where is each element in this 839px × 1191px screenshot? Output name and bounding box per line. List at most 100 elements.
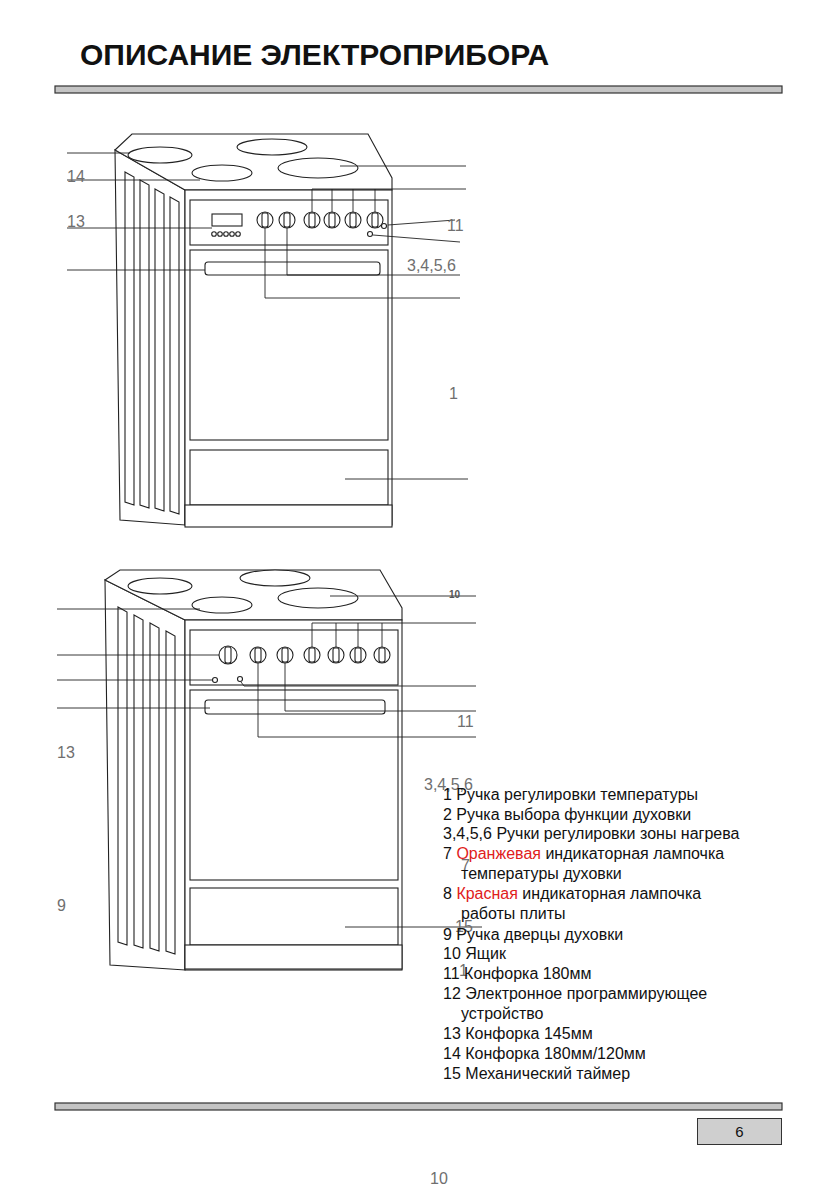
knob-grip xyxy=(379,648,385,662)
leader-line xyxy=(340,166,466,167)
leader-line xyxy=(67,270,205,271)
knob-grip xyxy=(255,648,261,662)
knob-grip xyxy=(329,213,335,227)
control-panel xyxy=(190,630,398,685)
knob xyxy=(257,212,273,228)
button xyxy=(224,232,229,237)
leader-line xyxy=(345,479,468,480)
indicator-lamp xyxy=(238,677,243,682)
legend-item: 15 Механический таймер xyxy=(443,1064,839,1084)
leader-line xyxy=(57,680,212,681)
display xyxy=(212,214,242,226)
leader-lines xyxy=(57,596,482,927)
list-text: 2 Ручка выбора функции духовки xyxy=(443,806,691,823)
leader-line xyxy=(57,609,200,610)
callout-number: 10 xyxy=(430,1170,839,1188)
plinth xyxy=(185,945,402,969)
leader-line xyxy=(258,663,476,737)
legend-item: 11 Конфорка 180мм xyxy=(443,964,839,984)
page-number: 6 xyxy=(735,1123,743,1140)
knob xyxy=(277,647,293,663)
list-text: 12 Электронное программирующее устройств… xyxy=(443,985,707,1022)
burner xyxy=(278,158,358,178)
side-rib xyxy=(150,623,159,951)
side-rib xyxy=(125,172,134,505)
stove-top-figure xyxy=(115,134,392,527)
bottom-bar xyxy=(55,1103,782,1110)
callout-number: 3,4,5,6 xyxy=(407,257,839,275)
side-rib xyxy=(118,607,127,945)
leader-line xyxy=(312,623,476,624)
leader-line xyxy=(285,663,476,711)
knob xyxy=(374,647,390,663)
top-bar xyxy=(55,86,782,93)
leader-line xyxy=(358,623,359,647)
drawer xyxy=(190,888,398,945)
leader-line xyxy=(375,189,376,212)
leader-line xyxy=(388,220,455,225)
callout-number: 14 xyxy=(67,168,839,186)
leader-line xyxy=(336,623,337,647)
color-word: Красная xyxy=(456,885,518,902)
leader-line xyxy=(312,189,466,190)
side-rib xyxy=(170,197,179,514)
side-rib xyxy=(166,631,175,954)
knob xyxy=(279,212,295,228)
knob xyxy=(219,646,237,664)
button xyxy=(212,232,217,237)
door-handle xyxy=(205,262,380,275)
legend-item: 1 Ручка регулировки температуры xyxy=(443,785,839,805)
callout-number: 10 xyxy=(449,589,839,601)
knob-grip xyxy=(262,213,268,227)
legend-item: 9 Ручка дверцы духовки xyxy=(443,925,839,945)
leader-line xyxy=(353,189,354,212)
knob-grip xyxy=(350,213,356,227)
knob-grip xyxy=(309,213,315,227)
callout-number: 11 xyxy=(457,713,839,731)
burner xyxy=(237,139,307,155)
knob xyxy=(324,212,340,228)
list-text: 10 Ящик xyxy=(443,945,506,962)
list-text: 13 Конфорка 145мм xyxy=(443,1025,593,1042)
knob xyxy=(304,212,320,228)
leader-line xyxy=(373,235,460,242)
leader-line xyxy=(57,708,210,709)
legend-item: 10 Ящик xyxy=(443,944,839,964)
legend-item: 8Краснаяиндикаторная лампочка работы пли… xyxy=(443,884,731,924)
header-bars xyxy=(55,86,782,1110)
list-text: 9 Ручка дверцы духовки xyxy=(443,926,623,943)
leader-line xyxy=(67,228,212,229)
leader-line xyxy=(312,189,313,212)
burner xyxy=(192,597,252,613)
color-word: Оранжевая xyxy=(456,845,541,862)
indicator-lamp xyxy=(382,224,387,229)
legend-item: 2 Ручка выбора функции духовки xyxy=(443,805,839,825)
list-text: 7 xyxy=(443,845,452,862)
side-panel xyxy=(115,150,185,525)
leader-line xyxy=(67,153,130,154)
knob-grip xyxy=(284,213,290,227)
button xyxy=(218,232,223,237)
stove-bottom-figure xyxy=(105,570,402,970)
knob xyxy=(367,212,383,228)
callout-number: 13 xyxy=(57,744,839,762)
leader-line xyxy=(67,180,200,181)
button xyxy=(236,232,241,237)
side-rib xyxy=(140,180,149,508)
leader-line xyxy=(312,623,313,647)
side-panel xyxy=(105,580,185,970)
burner xyxy=(128,578,192,594)
knob-grip xyxy=(225,647,231,663)
leader-lines xyxy=(67,153,468,479)
knob-grip xyxy=(333,648,339,662)
knob-grip xyxy=(309,648,315,662)
burner xyxy=(240,570,310,586)
callout-number: 11 xyxy=(447,217,839,235)
knob-grip xyxy=(372,213,378,227)
list-text: 14 Конфорка 180мм/120мм xyxy=(443,1045,646,1062)
list-text: 11 Конфорка 180мм xyxy=(443,965,591,982)
indicator-lamp xyxy=(213,678,218,683)
list-text: 1 Ручка регулировки температуры xyxy=(443,786,698,803)
page-number-box: 6 xyxy=(697,1118,782,1145)
